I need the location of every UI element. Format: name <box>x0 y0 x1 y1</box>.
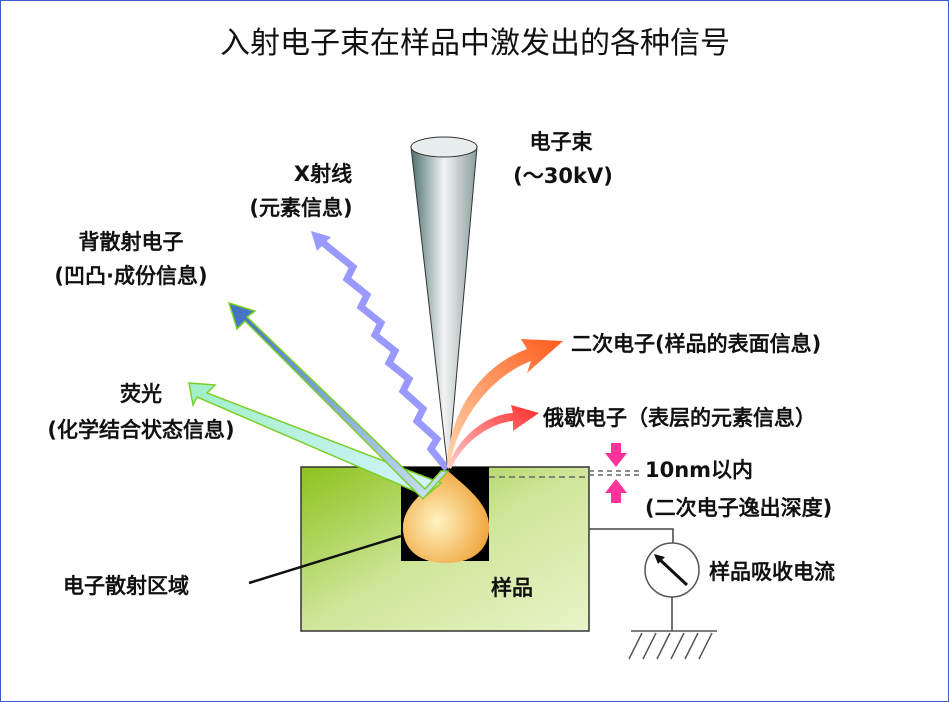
beam-top <box>410 136 478 158</box>
ammeter-needle <box>655 555 689 587</box>
sample-current-label: 样品吸收电流 <box>709 560 835 584</box>
xray-label: X射线 <box>294 162 352 186</box>
beam-energy: (～30kV) <box>513 164 613 188</box>
secondary-electron-label: 二次电子(样品的表面信息) <box>571 332 821 356</box>
scatter-region-label: 电子散射区域 <box>63 574 189 598</box>
backscatter-info: (凹凸·成份信息) <box>54 264 207 288</box>
backscatter-label: 背散射电子 <box>79 230 184 254</box>
scatter-region-pointer <box>248 534 402 585</box>
auger-electron-label: 俄歇电子（表层的元素信息） <box>542 406 816 430</box>
fluorescence-info: (化学结合状态信息) <box>47 418 234 442</box>
auger-electron-arrow <box>448 405 539 469</box>
backscatter-arrow <box>227 301 450 501</box>
sample-label: 样品 <box>491 576 533 600</box>
diagram-title: 入射电子束在样品中激发出的各种信号 <box>220 26 730 61</box>
depth-arrow-up-icon <box>605 479 627 503</box>
fluorescence-label: 荧光 <box>120 382 162 406</box>
beam-label: 电子束 <box>530 130 594 154</box>
secondary-electron-arrow <box>447 339 563 469</box>
depth-arrow-down-icon <box>605 443 627 467</box>
meter-wire <box>589 528 674 544</box>
xray-info: (元素信息) <box>249 196 352 220</box>
ammeter-needle-head <box>654 554 665 564</box>
xray-arrow <box>318 238 450 472</box>
depth-info: (二次电子逸出深度) <box>645 496 832 520</box>
xray-arrow-head <box>311 231 331 251</box>
ground-icon <box>628 630 717 660</box>
depth-value: 10nm以内 <box>645 458 753 482</box>
